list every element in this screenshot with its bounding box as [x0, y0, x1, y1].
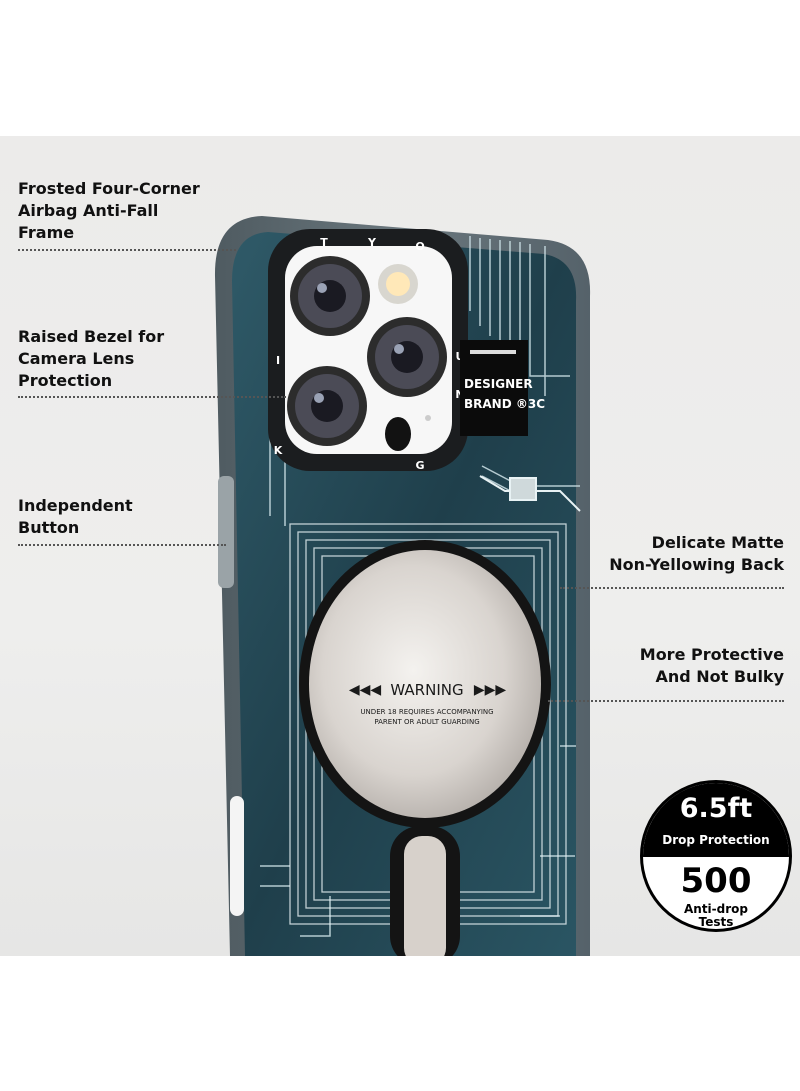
brand-line2: BRAND ®3C: [464, 397, 545, 411]
badge-drop-height: 6.5ft: [679, 793, 753, 824]
feature-protective: More Protective And Not Bulky: [639, 645, 784, 686]
brand-patch: DESIGNER BRAND ®3C: [460, 340, 545, 436]
bezel-letter: I: [276, 354, 280, 367]
warning-title: WARNING: [390, 681, 463, 699]
volume-button: [218, 476, 234, 588]
badge-tests-label: Anti-drop Tests: [683, 902, 748, 929]
feature-airbag-frame: Frosted Four-Corner Airbag Anti-Fall Fra…: [18, 179, 200, 242]
bezel-letter: Y: [367, 236, 377, 249]
pointer-line: [18, 249, 236, 251]
connector-trace: [479, 475, 581, 512]
warning-right-arrows: ▶▶▶: [474, 682, 507, 698]
product-image: T Y O U N G K I DESIGNER BRAND ®3C ◀◀◀ ▶…: [0, 136, 800, 956]
pointer-line: [18, 396, 286, 398]
bezel-letter: G: [415, 459, 424, 472]
feature-matte-back: Delicate Matte Non-Yellowing Back: [609, 533, 784, 574]
warning-line1: UNDER 18 REQUIRES ACCOMPANYING: [360, 708, 493, 716]
bezel-letter: T: [320, 236, 328, 249]
drop-protection-badge: 6.5ft Drop Protection 500 Anti-drop Test…: [640, 780, 792, 932]
pointer-line: [548, 700, 784, 702]
bezel-letter: O: [415, 240, 424, 253]
warning-line2: PARENT OR ADULT GUARDING: [374, 718, 479, 726]
badge-top: 6.5ft Drop Protection: [643, 783, 789, 857]
pointer-line: [560, 587, 784, 589]
side-slot: [230, 796, 244, 916]
badge-tests-count: 500: [680, 861, 752, 901]
feature-independent-button: Independent Button: [18, 496, 133, 537]
bezel-letter: K: [274, 444, 283, 457]
badge-drop-label: Drop Protection: [662, 833, 770, 847]
phone-case-illustration: T Y O U N G K I DESIGNER BRAND ®3C ◀◀◀ ▶…: [214, 216, 591, 956]
pointer-line: [18, 544, 226, 546]
feature-raised-bezel: Raised Bezel for Camera Lens Protection: [18, 327, 165, 390]
magsafe-ring: [299, 540, 551, 956]
brand-line1: DESIGNER: [464, 377, 533, 391]
warning-left-arrows: ◀◀◀: [349, 682, 382, 698]
camera-lenses: [287, 256, 447, 451]
